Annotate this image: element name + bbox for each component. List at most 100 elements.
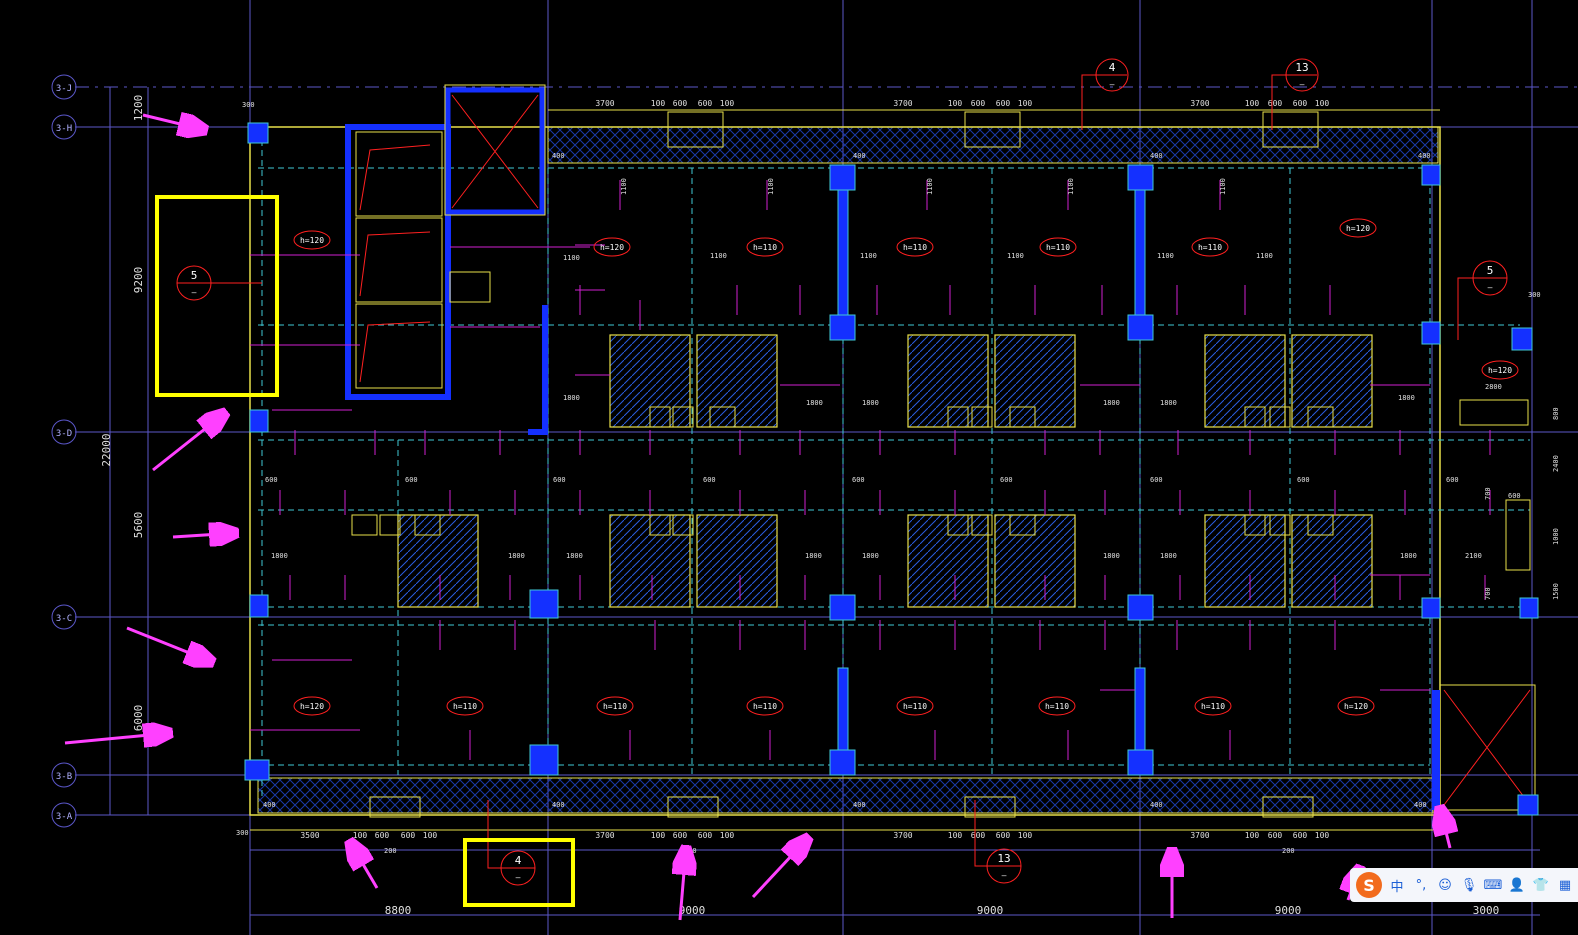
svg-text:3700: 3700 bbox=[1190, 831, 1209, 840]
svg-text:2800: 2800 bbox=[1485, 383, 1502, 391]
dim-text: 8800 bbox=[385, 904, 412, 917]
dim-text: 9000 bbox=[977, 904, 1004, 917]
chinese-mode-toggle[interactable]: 中 bbox=[1390, 879, 1404, 895]
svg-text:1800: 1800 bbox=[862, 399, 879, 407]
svg-text:200: 200 bbox=[1282, 847, 1295, 855]
svg-text:—: — bbox=[1300, 80, 1305, 89]
punctuation-toggle[interactable]: °, bbox=[1415, 877, 1427, 893]
slab-tag: h=110 bbox=[896, 696, 934, 716]
user-icon[interactable]: 👤 bbox=[1508, 877, 1526, 893]
svg-text:3700: 3700 bbox=[893, 99, 912, 108]
slab-tags: h=120 h=120 h=110 h=110 h=110 h=110 h=12… bbox=[293, 218, 1519, 716]
svg-text:700: 700 bbox=[1484, 587, 1492, 600]
svg-text:h=120: h=120 bbox=[1488, 366, 1512, 375]
svg-text:4: 4 bbox=[515, 854, 522, 867]
skin-shirt-icon[interactable]: 👕 bbox=[1532, 877, 1550, 893]
grid-label: 3-B bbox=[56, 772, 72, 782]
svg-text:5: 5 bbox=[1487, 264, 1494, 277]
svg-text:100: 100 bbox=[1018, 831, 1033, 840]
slab-tag: h=120 bbox=[1481, 360, 1519, 380]
sogou-logo-icon[interactable]: S bbox=[1356, 872, 1382, 898]
svg-text:100: 100 bbox=[353, 831, 368, 840]
svg-text:600: 600 bbox=[971, 99, 986, 108]
svg-text:300: 300 bbox=[242, 101, 255, 109]
svg-text:3700: 3700 bbox=[1190, 99, 1209, 108]
svg-text:600: 600 bbox=[1446, 476, 1459, 484]
svg-text:1100: 1100 bbox=[860, 252, 877, 260]
svg-text:2100: 2100 bbox=[1465, 552, 1482, 560]
svg-text:1100: 1100 bbox=[1157, 252, 1174, 260]
keyboard-icon[interactable]: ⌨ bbox=[1483, 877, 1503, 893]
emoji-icon[interactable]: ☺ bbox=[1438, 877, 1452, 893]
slab-tag: h=110 bbox=[596, 696, 634, 716]
svg-text:h=110: h=110 bbox=[1046, 243, 1070, 252]
callout-top-4: 4— bbox=[1081, 58, 1129, 130]
svg-text:1100: 1100 bbox=[620, 178, 628, 195]
svg-text:600: 600 bbox=[996, 99, 1011, 108]
slab-tag: h=110 bbox=[446, 696, 484, 716]
highlight-box-bottom bbox=[463, 838, 575, 907]
svg-text:400: 400 bbox=[1418, 152, 1431, 160]
svg-text:300: 300 bbox=[236, 829, 249, 837]
slab-tag: h=110 bbox=[1191, 237, 1229, 257]
svg-text:5: 5 bbox=[191, 269, 198, 282]
svg-text:100: 100 bbox=[423, 831, 438, 840]
svg-text:600: 600 bbox=[405, 476, 418, 484]
svg-text:1800: 1800 bbox=[805, 552, 822, 560]
slab-tag: h=120 bbox=[593, 237, 631, 257]
svg-text:100: 100 bbox=[651, 831, 666, 840]
toolbox-grid-icon[interactable]: ▦ bbox=[1558, 877, 1572, 893]
svg-text:600: 600 bbox=[1297, 476, 1310, 484]
svg-text:200: 200 bbox=[384, 847, 397, 855]
svg-text:—: — bbox=[1002, 871, 1007, 880]
svg-text:h=110: h=110 bbox=[603, 702, 627, 711]
svg-text:600: 600 bbox=[703, 476, 716, 484]
svg-text:600: 600 bbox=[401, 831, 416, 840]
svg-text:600: 600 bbox=[375, 831, 390, 840]
svg-text:1800: 1800 bbox=[566, 552, 583, 560]
grid-axis-bubbles: 3-J 3-H 3-D 3-C 3-B 3-A bbox=[51, 74, 77, 828]
svg-text:600: 600 bbox=[996, 831, 1011, 840]
svg-text:1800: 1800 bbox=[1160, 552, 1177, 560]
svg-text:h=110: h=110 bbox=[753, 243, 777, 252]
svg-text:400: 400 bbox=[1414, 801, 1427, 809]
svg-text:1800: 1800 bbox=[806, 399, 823, 407]
svg-text:3700: 3700 bbox=[595, 99, 614, 108]
bottom-dimension-strip: 3500 100 600 600 100 3700 100 600 600 10… bbox=[250, 829, 1440, 840]
svg-text:400: 400 bbox=[853, 801, 866, 809]
microphone-icon[interactable]: 🎙 bbox=[1460, 877, 1478, 893]
svg-text:1800: 1800 bbox=[862, 552, 879, 560]
grid-bubble-3-J: 3-J bbox=[51, 74, 77, 100]
svg-text:800: 800 bbox=[1552, 407, 1560, 420]
svg-text:1100: 1100 bbox=[767, 178, 775, 195]
svg-text:100: 100 bbox=[1315, 99, 1330, 108]
svg-text:300: 300 bbox=[1528, 291, 1541, 299]
svg-text:1500: 1500 bbox=[1552, 583, 1560, 600]
svg-text:600: 600 bbox=[1000, 476, 1013, 484]
svg-text:h=120: h=120 bbox=[1344, 702, 1368, 711]
svg-text:100: 100 bbox=[1245, 99, 1260, 108]
svg-text:1100: 1100 bbox=[1067, 178, 1075, 195]
svg-text:600: 600 bbox=[698, 831, 713, 840]
slab-tag: h=110 bbox=[896, 237, 934, 257]
top-slab-band bbox=[547, 126, 1439, 164]
svg-text:600: 600 bbox=[673, 99, 688, 108]
svg-text:1000: 1000 bbox=[1552, 528, 1560, 545]
svg-text:1100: 1100 bbox=[563, 254, 580, 262]
total-dim-text: 22000 bbox=[100, 433, 113, 466]
svg-text:h=110: h=110 bbox=[753, 702, 777, 711]
svg-text:100: 100 bbox=[948, 831, 963, 840]
structure bbox=[244, 84, 1539, 818]
slab-tag: h=120 bbox=[1339, 218, 1377, 238]
slab-tag: h=120 bbox=[293, 696, 331, 716]
grid-bubble-3-B: 3-B bbox=[51, 762, 77, 788]
svg-text:h=110: h=110 bbox=[1198, 243, 1222, 252]
svg-text:h=110: h=110 bbox=[453, 702, 477, 711]
outer-wall bbox=[249, 126, 1441, 816]
svg-text:1800: 1800 bbox=[1103, 552, 1120, 560]
svg-text:3500: 3500 bbox=[300, 831, 319, 840]
svg-text:1100: 1100 bbox=[1256, 252, 1273, 260]
svg-text:13: 13 bbox=[1295, 61, 1308, 74]
ime-toolbar[interactable]: S 中 °, ☺ 🎙 ⌨ 👤 👕 ▦ bbox=[1350, 868, 1578, 902]
